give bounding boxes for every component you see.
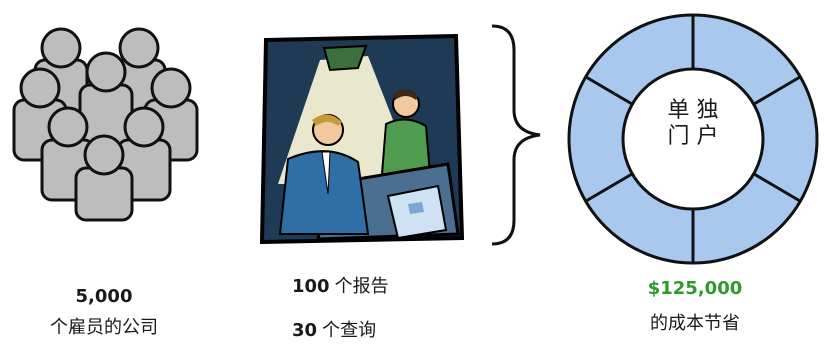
- queries-label: 个查询: [322, 320, 377, 341]
- person-icon-head: [47, 106, 89, 148]
- savings-caption-block: $125,000 的成本节省: [620, 278, 770, 335]
- employee-caption: 个雇员的公司: [50, 317, 158, 338]
- portal-center-label: 单 独 门 户: [600, 98, 786, 150]
- portal-center-line2: 门 户: [667, 124, 719, 149]
- employee-count: 5,000: [75, 286, 133, 307]
- portal-ring-center: [621, 67, 765, 211]
- savings-amount: $125,000: [647, 278, 743, 299]
- person-icon-head: [40, 27, 82, 69]
- portal-ring-icon: [567, 13, 819, 265]
- person-icon-head: [118, 27, 160, 69]
- people-caption-block: 5,000 个雇员的公司: [34, 286, 174, 339]
- portal-center-line1: 单 独: [667, 98, 719, 123]
- person-icon-head: [19, 67, 61, 109]
- portal-ring-segments: [585, 15, 801, 263]
- person-icon-head: [83, 134, 125, 176]
- person-icon: [74, 166, 134, 222]
- business-meeting-clipart-icon: [259, 34, 464, 244]
- reports-count: 100: [292, 276, 330, 297]
- savings-caption: 的成本节省: [650, 313, 740, 334]
- person-icon-head: [150, 67, 192, 109]
- queries-count: 30: [292, 320, 318, 341]
- reports-label: 个报告: [334, 276, 389, 297]
- person-icon-head: [85, 51, 127, 93]
- person-icon-head: [123, 106, 165, 148]
- reports-caption-block: 100 个报告 30 个查询: [292, 272, 452, 342]
- people-group-icon: [12, 27, 199, 222]
- curly-brace-icon: [491, 24, 541, 246]
